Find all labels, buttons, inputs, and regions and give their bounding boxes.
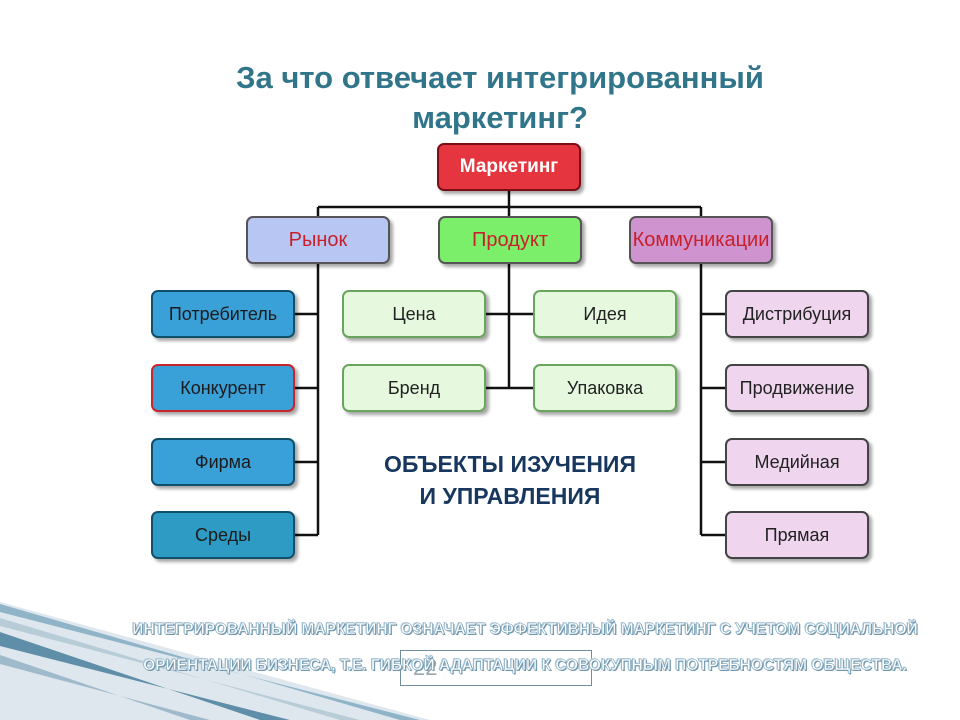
node-media: Медийная — [725, 438, 869, 486]
node-promotion-label: Продвижение — [739, 377, 855, 398]
slide-title: За что отвечает интегрированный маркетин… — [180, 58, 820, 138]
node-marketing: Маркетинг — [437, 143, 581, 191]
node-market: Рынок — [246, 216, 390, 264]
node-promotion: Продвижение — [725, 364, 869, 412]
objects-caption: ОБЪЕКТЫ ИЗУЧЕНИЯ И УПРАВЛЕНИЯ — [340, 448, 680, 512]
node-direct: Прямая — [725, 511, 869, 559]
node-communications: Коммуникации — [629, 216, 773, 264]
node-consumer-label: Потребитель — [168, 303, 278, 324]
node-packaging: Упаковка — [533, 364, 677, 412]
node-firm: Фирма — [151, 438, 295, 486]
node-environments-label: Среды — [194, 524, 252, 545]
node-media-label: Медийная — [754, 451, 840, 472]
node-price-label: Цена — [392, 303, 436, 324]
node-idea: Идея — [533, 290, 677, 338]
node-marketing-label: Маркетинг — [459, 156, 559, 177]
footer-line-1: ИНТЕГРИРОВАННЫЙ МАРКЕТИНГ ОЗНАЧАЕТ ЭФФЕК… — [132, 621, 918, 639]
node-firm-label: Фирма — [194, 451, 252, 472]
node-consumer: Потребитель — [151, 290, 295, 338]
title-line-1: За что отвечает интегрированный — [236, 60, 764, 95]
node-brand-label: Бренд — [387, 377, 441, 398]
page-number: 22 — [400, 650, 592, 686]
node-environments: Среды — [151, 511, 295, 559]
node-distribution: Дистрибуция — [725, 290, 869, 338]
node-product-label: Продукт — [472, 228, 548, 251]
node-product: Продукт — [438, 216, 582, 264]
node-direct-label: Прямая — [764, 524, 830, 545]
node-distribution-label: Дистрибуция — [742, 303, 852, 324]
node-competitor-label: Конкурент — [180, 377, 266, 398]
node-competitor: Конкурент — [151, 364, 295, 412]
footer-line-2: ОРИЕНТАЦИИ БИЗНЕСА, Т.Е. ГИБКОЙ АДАПТАЦИ… — [143, 657, 907, 675]
page-number-label: 22 — [413, 655, 438, 680]
node-brand: Бренд — [342, 364, 486, 412]
node-idea-label: Идея — [583, 303, 627, 324]
node-price: Цена — [342, 290, 486, 338]
title-line-2: маркетинг? — [412, 100, 588, 135]
footer-definition: ИНТЕГРИРОВАННЫЙ МАРКЕТИНГ ОЗНАЧАЕТ ЭФФЕК… — [95, 612, 955, 684]
objects-caption-line-2: И УПРАВЛЕНИЯ — [419, 483, 601, 509]
objects-caption-line-1: ОБЪЕКТЫ ИЗУЧЕНИЯ — [383, 451, 636, 477]
node-packaging-label: Упаковка — [566, 377, 644, 398]
node-market-label: Рынок — [288, 228, 348, 251]
node-communications-label: Коммуникации — [632, 228, 770, 251]
